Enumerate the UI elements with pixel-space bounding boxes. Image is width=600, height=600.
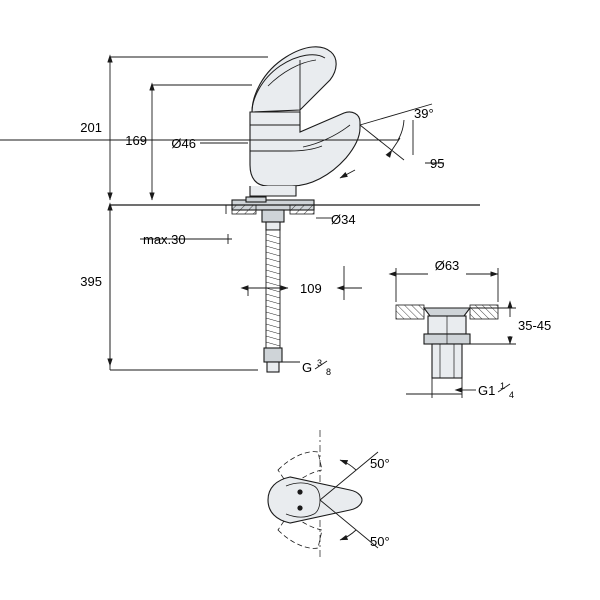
label-swivel-50-lower: 50°	[370, 534, 390, 549]
label-diameter-46: Ø46	[171, 136, 196, 151]
label-thread-g38: G 3 8	[302, 358, 331, 377]
label-diameter-63: Ø63	[435, 258, 460, 273]
label-109: 109	[300, 281, 322, 296]
mixer-body	[249, 111, 361, 197]
label-35-45: 35-45	[518, 318, 551, 333]
label-201: 201	[80, 120, 102, 135]
swivel-top-view	[267, 430, 379, 560]
label-thread-g38-num: 3	[317, 358, 322, 368]
label-thread-g114: G1 1 4	[478, 381, 514, 400]
label-thread-g114-num: 1	[500, 381, 505, 391]
label-169: 169	[125, 133, 147, 148]
dimension-lines-waste	[388, 268, 516, 398]
label-395: 395	[80, 274, 102, 289]
label-angle-39: 39°	[414, 106, 434, 121]
label-thread-g114-den: 4	[509, 390, 514, 400]
shank-assembly	[261, 209, 285, 373]
label-diameter-34: Ø34	[331, 212, 356, 227]
lever-handle	[251, 46, 337, 113]
svg-text:G: G	[302, 360, 312, 375]
label-95: 95	[430, 156, 444, 171]
waste-detail-view	[395, 304, 499, 379]
svg-text:G1: G1	[478, 383, 495, 398]
dimension-lines-main	[0, 54, 444, 371]
label-swivel-50-upper: 50°	[370, 456, 390, 471]
dimension-labels: 201 169 Ø46 39° 95 Ø34 max.30 395 109 G …	[80, 106, 551, 549]
label-thread-g38-den: 8	[326, 367, 331, 377]
counter-section	[231, 204, 315, 215]
label-max-30: max.30	[143, 232, 186, 247]
faucet-elevation-view	[110, 46, 480, 373]
